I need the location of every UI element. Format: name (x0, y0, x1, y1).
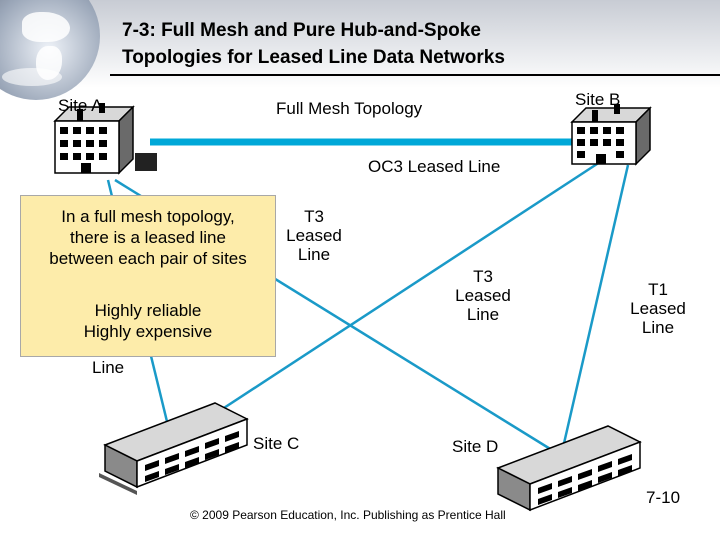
site-b-building (570, 104, 652, 166)
info-callout: In a full mesh topology, there is a leas… (20, 195, 276, 357)
t1-bd-line-2: Leased (630, 299, 686, 318)
t3-link-b-c (174, 160, 601, 442)
t1-bd-line-1: T1 (648, 280, 668, 299)
t3-bc-link-label: T3 Leased Line (446, 267, 520, 324)
t3-ad-line-3: Line (297, 245, 331, 264)
callout-line-4: Highly reliable (94, 301, 202, 320)
callout-line-2: there is a leased line (70, 228, 226, 247)
page-number: 7-10 (646, 488, 681, 507)
diagram-heading: Full Mesh Topology (276, 99, 423, 118)
t3-ad-line-2: Leased (286, 226, 342, 245)
t3-bc-line-1: T3 (473, 267, 493, 286)
title-line-1: 7-3: Full Mesh and Pure Hub-and-Spoke (122, 20, 481, 41)
site-c-building (99, 402, 249, 495)
copyright-footer: © 2009 Pearson Education, Inc. Publishin… (190, 508, 506, 522)
site-a-building (53, 103, 157, 175)
callout-tradeoffs: Highly reliable Highly expensive (21, 300, 275, 342)
globe-icon (0, 0, 100, 100)
t1-bd-link-label: T1 Leased Line (622, 280, 694, 337)
t1-link-b-d (560, 164, 630, 453)
site-c-label: Site C (253, 434, 300, 453)
t3-ad-link-label: T3 Leased Line (278, 207, 350, 264)
callout-description: In a full mesh topology, there is a leas… (21, 206, 275, 269)
oc3-link-label: OC3 Leased Line (368, 157, 501, 176)
callout-line-1: In a full mesh topology, (61, 207, 235, 226)
ac-link-label: Line (92, 358, 125, 377)
title-line-2: Topologies for Leased Line Data Networks (122, 47, 505, 68)
site-a-label: Site A (58, 96, 103, 115)
slide-title: 7-3: Full Mesh and Pure Hub-and-Spoke To… (122, 17, 682, 71)
site-d-label: Site D (452, 437, 499, 456)
callout-line-5: Highly expensive (83, 322, 213, 341)
t3-bc-line-3: Line (466, 305, 500, 324)
site-b-label: Site B (575, 90, 621, 109)
site-d-building (496, 425, 642, 512)
title-divider (110, 74, 720, 76)
header-band (0, 0, 720, 88)
t3-bc-line-2: Leased (455, 286, 511, 305)
callout-line-3: between each pair of sites (49, 249, 247, 268)
t3-ad-line-1: T3 (304, 207, 324, 226)
t1-bd-line-3: Line (641, 318, 675, 337)
